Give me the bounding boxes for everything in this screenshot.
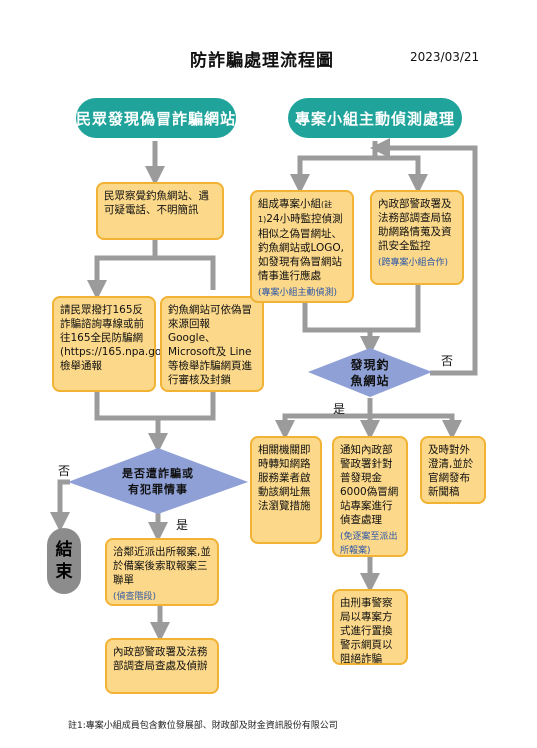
arrow-taskforce-split bbox=[290, 141, 378, 194]
phish-diamond-line1: 發現釣 bbox=[350, 358, 390, 372]
box-cib-note: (跨專案小組合作) bbox=[378, 258, 449, 268]
box-investigate: 內政部警政署及法務部調查局查處及偵辦 bbox=[105, 638, 219, 694]
box-public-aware-text: 民眾察覺釣魚網站、遇可疑電話、不明簡訊 bbox=[104, 190, 209, 216]
arrow-cib-down bbox=[370, 285, 421, 333]
fraud-diamond-line1: 是否遭詐騙或 bbox=[122, 467, 194, 480]
arrow-yes-right bbox=[370, 413, 462, 440]
arrow-yes-split bbox=[275, 398, 373, 440]
arrow-taskforce-split-right bbox=[375, 155, 428, 194]
arrow-to-fraud-diamond bbox=[94, 392, 168, 453]
date-label: 2023/03/21 bbox=[410, 50, 480, 64]
arrow-monitor-down bbox=[302, 303, 380, 356]
box-cib: 內政部警政署及法務部調查局協助網路情蒐及資訊安全監控 (跨專案小組合作) bbox=[370, 190, 464, 285]
box-notify-police: 通知內政部警政署針對普發現金6000偽冒網站專案進行偵查處理 (免逐案至派出所報… bbox=[332, 436, 408, 557]
box-clarify-text: 及時對外澄清,並於官網發布新聞稿 bbox=[428, 444, 474, 498]
box-investigate-text: 內政部警政署及法務部調查局查處及偵辦 bbox=[113, 646, 208, 672]
footnote: 註1:專案小組成員包含數位發展部、財政部及財金資訊股份有限公司 bbox=[68, 721, 338, 731]
fraud-diamond-label: 是否遭詐騙或 有犯罪情事 bbox=[88, 466, 228, 498]
label-yes-right: 是 bbox=[333, 402, 346, 416]
arrow-phish-merge bbox=[158, 392, 216, 421]
label-yes-left: 是 bbox=[176, 518, 189, 532]
fraud-diamond bbox=[68, 448, 248, 514]
arrow-aware-split-right bbox=[155, 255, 216, 290]
arrow-fraud-no bbox=[50, 479, 70, 532]
end-line1: 結 bbox=[55, 540, 73, 560]
box-public-aware: 民眾察覺釣魚網站、遇可疑電話、不明簡訊 bbox=[96, 182, 224, 240]
box-criminal-text: 由刑事警察局以專案方式進行置換警示網頁以阻絕詐騙 bbox=[340, 597, 393, 665]
box-criminal: 由刑事警察局以專案方式進行置換警示網頁以阻絕詐騙 bbox=[332, 589, 408, 665]
box-notify-police-note: (免逐案至派出所報案) bbox=[340, 532, 398, 556]
arrow-no-loop bbox=[370, 138, 478, 376]
box-report-police-text: 洽鄰近派出所報案,並於備案後索取報案三聯單 bbox=[113, 546, 211, 586]
box-call-165-text: 請民眾撥打165反詐騙諮詢專線或前往165全民防騙網(https://165.n… bbox=[60, 304, 191, 372]
box-monitor-sup: (註1) bbox=[258, 200, 333, 224]
box-monitor: 組成專案小組(註1)24小時監控偵測相似之偽冒網址、釣魚網站或LOGO,如發現有… bbox=[250, 190, 354, 303]
phish-diamond-label: 發現釣 魚網站 bbox=[320, 357, 420, 389]
phish-diamond-line2: 魚網站 bbox=[350, 374, 390, 388]
box-phishing-report-text: 釣魚網站可依偽冒來源回報Google、Microsoft及 Line等檢舉詐騙網… bbox=[168, 304, 252, 386]
end-terminal: 結 束 bbox=[47, 528, 81, 594]
box-monitor-rest: 24小時監控偵測相似之偽冒網址、釣魚網站或LOGO,如發現有偽冒網站情事進行應處 bbox=[258, 213, 344, 282]
box-block: 相關機關即時轉知網路服務業者啟動該網址無法瀏覽措施 bbox=[250, 436, 322, 544]
box-report-police-note: (偵查階段) bbox=[113, 592, 157, 602]
page-title: 防詐騙處理流程圖 bbox=[190, 51, 334, 71]
end-line2: 束 bbox=[55, 562, 73, 582]
pill-public-discovery: 民眾發現偽冒詐騙網站 bbox=[76, 98, 236, 138]
box-cib-text: 內政部警政署及法務部調查局協助網路情蒐及資訊安全監控 bbox=[378, 198, 452, 252]
box-phishing-report: 釣魚網站可依偽冒來源回報Google、Microsoft及 Line等檢舉詐騙網… bbox=[160, 296, 264, 392]
box-monitor-note: (專案小組主動偵測) bbox=[258, 288, 338, 298]
box-notify-police-text: 通知內政部警政署針對普發現金6000偽冒網站專案進行偵查處理 bbox=[340, 444, 399, 526]
box-block-text: 相關機關即時轉知網路服務業者啟動該網址無法瀏覽措施 bbox=[258, 444, 311, 512]
box-report-police: 洽鄰近派出所報案,並於備案後索取報案三聯單 (偵查階段) bbox=[105, 538, 219, 606]
label-no-right: 否 bbox=[441, 354, 454, 368]
arrow-aware-split bbox=[87, 240, 158, 300]
box-call-165: 請民眾撥打165反詐騙諮詢專線或前往165全民防騙網(https://165.n… bbox=[52, 296, 190, 392]
box-clarify: 及時對外澄清,並於官網發布新聞稿 bbox=[420, 436, 486, 504]
fraud-diamond-line2: 有犯罪情事 bbox=[128, 483, 188, 496]
box-monitor-main: 組成專案小組 bbox=[258, 198, 321, 210]
phish-diamond bbox=[308, 348, 432, 397]
label-no-left: 否 bbox=[58, 464, 71, 478]
pill-task-force: 專案小組主動偵測處理 bbox=[288, 98, 462, 138]
